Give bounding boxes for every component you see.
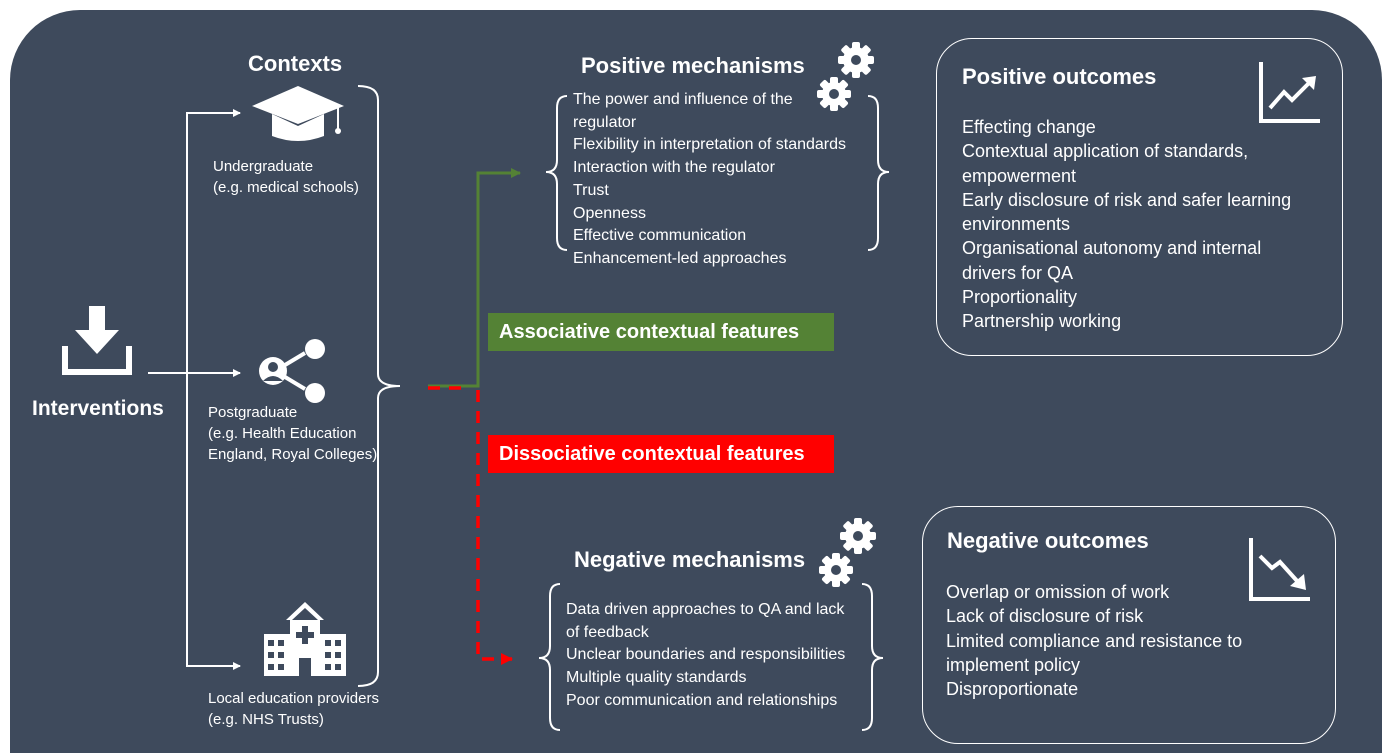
list-item: Organisational autonomy and internal [962,238,1262,259]
list-item: Unclear boundaries and responsibilities [566,646,846,664]
list-item: Limited compliance and resistance to [946,630,1243,651]
positive-mechanisms-title: Positive mechanisms [581,53,805,78]
list-item: Disproportionate [946,679,1079,700]
negative-mechanisms-list: Data driven approaches to QA and lack of… [566,599,845,713]
positive-outcomes-box [936,38,1343,356]
diagram-panel [10,10,1382,753]
interventions-label: Interventions [32,397,164,420]
list-item: Poor communication and relationships [566,691,838,709]
gears-icon [812,40,880,119]
list-item: Early disclosure of risk and safer learn… [962,189,1292,210]
list-item: implement policy [946,654,1081,675]
list-item: Enhancement-led approaches [573,249,787,267]
contexts-brace [357,85,401,687]
negative-mechanisms-title: Negative mechanisms [574,547,806,572]
list-item: The power and influence of the [573,91,793,108]
list-item: Overlap or omission of work [946,582,1170,602]
trend-down-chart-icon [1248,538,1312,607]
list-item: of feedback [566,623,649,641]
postgraduate-context: Postgraduate (e.g. Health Education Engl… [208,404,378,463]
negative-outcomes-list: Overlap or omission of work Lack of disc… [946,580,1242,701]
negative-outcomes-title: Negative outcomes [947,528,1149,553]
context-arrows [148,109,241,670]
gears-icon [814,516,882,595]
network-user-icon [255,337,327,410]
list-item: Effecting change [962,117,1096,137]
dissociative-label: Dissociative contextual features [488,435,834,473]
list-item: Effective communication [573,227,747,245]
list-item: empowerment [962,165,1077,186]
list-item: Data driven approaches to QA and lack [566,601,845,618]
hospital-building-icon [262,600,348,681]
positive-outcomes-title: Positive outcomes [962,64,1157,89]
contexts-title: Contexts [248,51,343,76]
list-item: Lack of disclosure of risk [946,606,1144,627]
list-item: Partnership working [962,311,1122,332]
list-item: Proportionality [962,287,1078,308]
undergraduate-context: Undergraduate (e.g. medical schools) [213,158,359,196]
list-item: Trust [573,181,609,199]
positive-mechanisms-right-brace [867,95,890,251]
associative-connector [428,168,521,388]
list-item: Contextual application of standards, [962,141,1249,162]
positive-mechanisms-left-brace [545,95,568,251]
positive-outcomes-list: Effecting change Contextual application … [962,115,1291,334]
negative-mechanisms-right-brace [861,583,884,731]
dissociative-connector [476,390,513,665]
local-providers-context: Local education providers (e.g. NHS Trus… [208,690,379,728]
negative-mechanisms-left-brace [538,583,561,731]
graduation-cap-icon [250,84,346,147]
list-item: environments [962,214,1071,235]
list-item: Openness [573,204,646,222]
associative-label: Associative contextual features [488,313,834,351]
list-item: Flexibility in interpretation of standar… [573,136,847,154]
list-item: regulator [573,113,637,131]
negative-outcomes-box [922,506,1336,744]
trend-up-chart-icon [1258,62,1322,129]
list-item: drivers for QA [962,262,1074,283]
download-icon [62,306,132,381]
positive-mechanisms-list: The power and influence of the regulator… [573,89,846,271]
list-item: Multiple quality standards [566,669,747,687]
list-item: Interaction with the regulator [573,159,775,177]
